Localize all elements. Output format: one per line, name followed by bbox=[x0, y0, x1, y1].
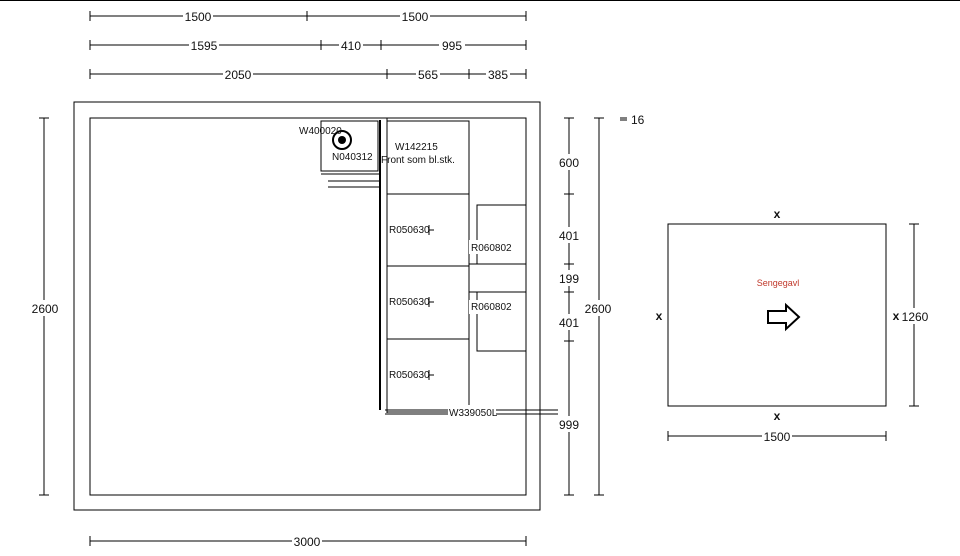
marker-bottom: x bbox=[774, 409, 781, 423]
dimension-left-height: 2600 bbox=[30, 117, 60, 496]
dim-label: 1500 bbox=[185, 10, 212, 24]
cabinet-label: R060802 bbox=[471, 243, 512, 254]
dim-label: 995 bbox=[442, 39, 462, 53]
cabinet-note: Front som bl.stk. bbox=[381, 155, 455, 166]
corner-fitting-center-icon bbox=[338, 136, 346, 144]
corner-fitting-icon bbox=[332, 130, 352, 150]
dimension-row-2: 1595 410 995 bbox=[89, 38, 527, 53]
cabinet-label: R050630 bbox=[389, 297, 430, 308]
dimension-right-segments: 600 401 199 401 999 bbox=[557, 117, 581, 496]
marker-right: x bbox=[893, 309, 900, 323]
dim-label: 1595 bbox=[191, 39, 218, 53]
dim-label: 385 bbox=[488, 68, 508, 82]
corner-unit: W400020 N040312 bbox=[299, 117, 380, 188]
dim-label: 410 bbox=[341, 39, 361, 53]
arrow-right-icon bbox=[767, 302, 801, 332]
bed-panel-label: Sengegavl bbox=[757, 278, 800, 288]
dim-label: 565 bbox=[418, 68, 438, 82]
cabinet-label: R060802 bbox=[471, 302, 512, 313]
dim-label: 3000 bbox=[294, 535, 321, 549]
cabinet-label: W339050L bbox=[449, 408, 498, 419]
module-3 bbox=[386, 338, 470, 413]
dimension-row-1: 1500 1500 bbox=[89, 9, 527, 24]
cabinet-label: N040312 bbox=[332, 152, 373, 163]
cabinet-label: W400020 bbox=[299, 126, 342, 137]
cabinet-label: R050630 bbox=[389, 225, 430, 236]
right-module-1 bbox=[476, 204, 527, 265]
small-gap-marker: 16 bbox=[620, 113, 645, 127]
dim-label: 16 bbox=[631, 113, 645, 127]
dim-label: 1500 bbox=[764, 430, 791, 444]
dimension-right-height: 2600 bbox=[584, 117, 614, 496]
dim-label: 999 bbox=[559, 418, 579, 432]
marker-top: x bbox=[774, 207, 781, 221]
dim-label: 2050 bbox=[225, 68, 252, 82]
dim-label: 2600 bbox=[585, 302, 612, 316]
dimension-bottom-width: 3000 bbox=[89, 533, 527, 549]
dim-label: 2600 bbox=[32, 302, 59, 316]
dim-label: 401 bbox=[559, 316, 579, 330]
cabinet-label: W142215 bbox=[395, 142, 438, 153]
dim-label: 401 bbox=[559, 229, 579, 243]
cabinet-label: R050630 bbox=[389, 370, 430, 381]
room-inner-wall bbox=[89, 117, 527, 496]
dim-label: 1500 bbox=[402, 10, 429, 24]
bed-panel-rect bbox=[667, 223, 887, 407]
wardrobe-column: W142215 Front som bl.stk. R050630 R05063… bbox=[379, 117, 558, 419]
marker-left: x bbox=[656, 309, 663, 323]
bed-panel: Sengegavl x x x x 1260 1500 bbox=[656, 207, 931, 444]
room-outer-wall bbox=[73, 101, 541, 511]
dimension-row-3: 2050 565 385 bbox=[89, 67, 527, 82]
dim-label: 199 bbox=[559, 272, 579, 286]
dim-label: 1260 bbox=[902, 310, 929, 324]
dim-label: 600 bbox=[559, 156, 579, 170]
